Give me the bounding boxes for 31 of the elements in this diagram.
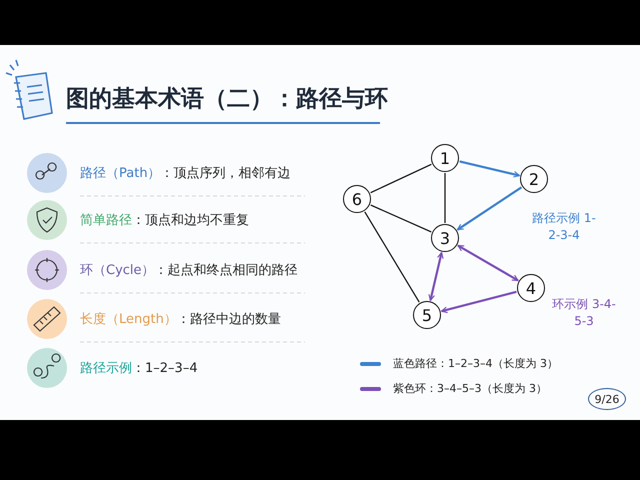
vertex-circle: 2 [520, 165, 548, 193]
vertex-circle: 3 [431, 224, 459, 252]
arrow [456, 186, 522, 231]
term-label: 简单路径 [80, 212, 132, 229]
term-label: 长度（Length） [80, 311, 177, 328]
arrow [428, 252, 444, 301]
vertex-circle: 6 [343, 185, 371, 213]
connector-line [364, 212, 420, 302]
connector-line [444, 173, 446, 223]
connector-line [370, 164, 432, 194]
arrow [457, 244, 519, 282]
legend-text: 蓝色路径：1–2–3–4（长度为 3） [393, 356, 558, 371]
vertex-circle: 5 [413, 301, 441, 329]
legend-text: 紫色环：3–4–5–3（长度为 3） [393, 381, 547, 396]
term-label: 路径（Path） [80, 165, 161, 182]
arrow [440, 290, 517, 314]
definition-text: ：顶点和边均不重复 [132, 212, 249, 229]
definition-text: ：路径中边的数量 [176, 311, 281, 328]
arrow [459, 160, 520, 178]
term-label: 环（Cycle） [80, 262, 155, 279]
vertex-circle: 1 [431, 144, 459, 172]
page-number: 9/26 [588, 388, 626, 410]
definition-text: ：顶点序列，相邻有边 [160, 165, 291, 182]
title: 图的基本术语（二）：路径与环 [66, 84, 388, 114]
definition-text: ：1–2–3–4 [132, 360, 198, 377]
example-note: 路径示例 1-2-3-4 [532, 210, 596, 244]
connector-line [370, 204, 432, 232]
example-note: 环示例 3-4-5-3 [552, 296, 616, 330]
vertex-circle: 4 [517, 274, 545, 302]
definition-text: ：起点和终点相同的路径 [154, 262, 298, 279]
term-label: 路径示例 [80, 360, 132, 377]
